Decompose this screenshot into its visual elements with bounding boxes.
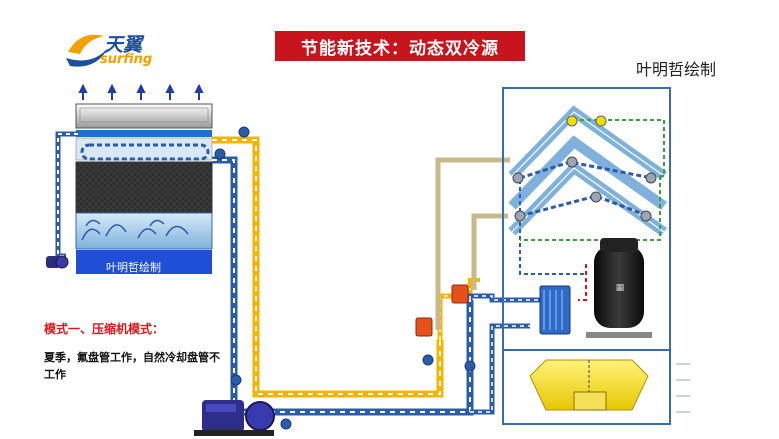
mode-description: 夏季，氟盘管工作，自然冷却盘管不工作 — [44, 351, 220, 381]
logo-name: 天翼 — [104, 34, 143, 56]
free-cooling-pipes — [435, 157, 510, 330]
cooling-tower — [75, 83, 213, 274]
heat-exchanger-icon — [539, 285, 571, 335]
compressor-icon: ▦ — [586, 238, 652, 338]
tower-label: 叶明哲绘制 — [106, 261, 161, 274]
mode-title: 模式一、压缩机模式： — [44, 322, 165, 336]
tower-return-pipe — [55, 131, 78, 259]
exhaust-arrows-icon — [78, 83, 204, 100]
valve-icon — [214, 126, 476, 430]
logo-name-en: surfing — [100, 52, 153, 67]
motorized-valve-icon — [415, 284, 469, 337]
fan-icon — [529, 359, 649, 411]
author-credit: 叶明哲绘制 — [636, 60, 717, 79]
indoor-unit-frame — [502, 87, 671, 425]
loop-pipe — [468, 278, 530, 415]
pump-icon — [46, 255, 69, 269]
airflow-arrows-icon — [676, 363, 690, 413]
coil-a-frame-outline — [511, 111, 665, 233]
logo-icon — [66, 34, 108, 67]
main-pump-icon — [194, 400, 275, 436]
coil-node-icon — [512, 115, 657, 222]
svg-text:▦: ▦ — [616, 283, 625, 293]
page-title: 节能新技术：动态双冷源 — [275, 31, 525, 61]
